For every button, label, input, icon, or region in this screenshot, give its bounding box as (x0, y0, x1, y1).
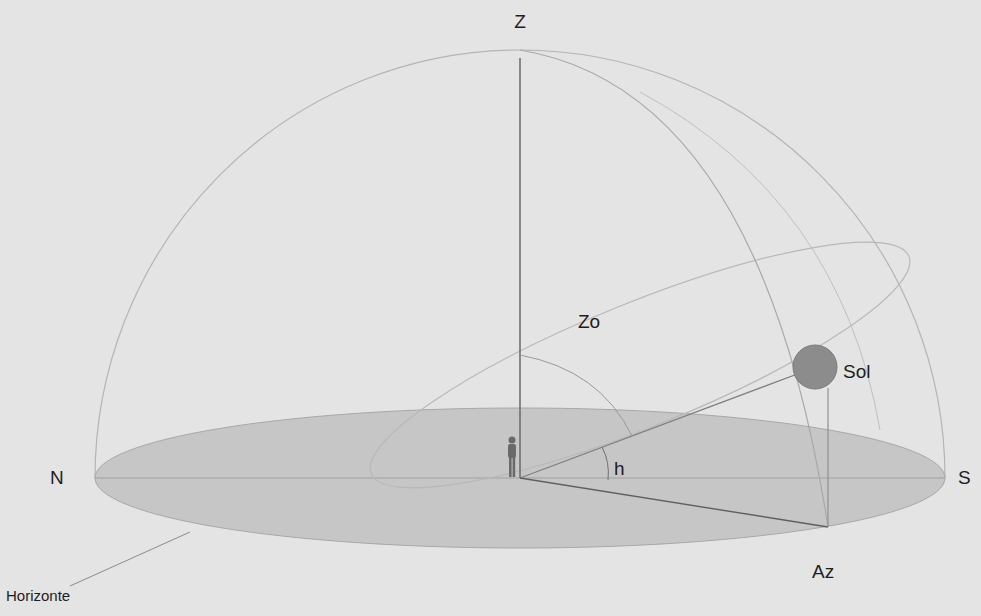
sun-drop-line (827, 388, 828, 527)
leader-line (70, 532, 190, 586)
sun-path (348, 199, 932, 531)
celestial-dome (95, 50, 945, 478)
sun-direction (520, 370, 808, 478)
hour-circle (640, 92, 880, 430)
diagram-label: Zo (578, 312, 600, 333)
diagram-label: Sol (843, 362, 870, 383)
diagram-label: Horizonte (6, 588, 70, 605)
diagram-label: Z (514, 12, 526, 33)
sun-disc (793, 345, 837, 389)
altitude-arc (602, 447, 608, 480)
diagram-label: h (614, 459, 625, 480)
observer-figure (508, 437, 516, 478)
zenith-distance-arc (520, 355, 632, 436)
diagram-label: Az (812, 562, 834, 583)
vertical-circle (520, 50, 828, 527)
azimuth-line (520, 478, 828, 527)
diagram-label: N (50, 468, 64, 489)
diagram-label: S (958, 468, 971, 489)
zenith-line (519, 58, 521, 478)
